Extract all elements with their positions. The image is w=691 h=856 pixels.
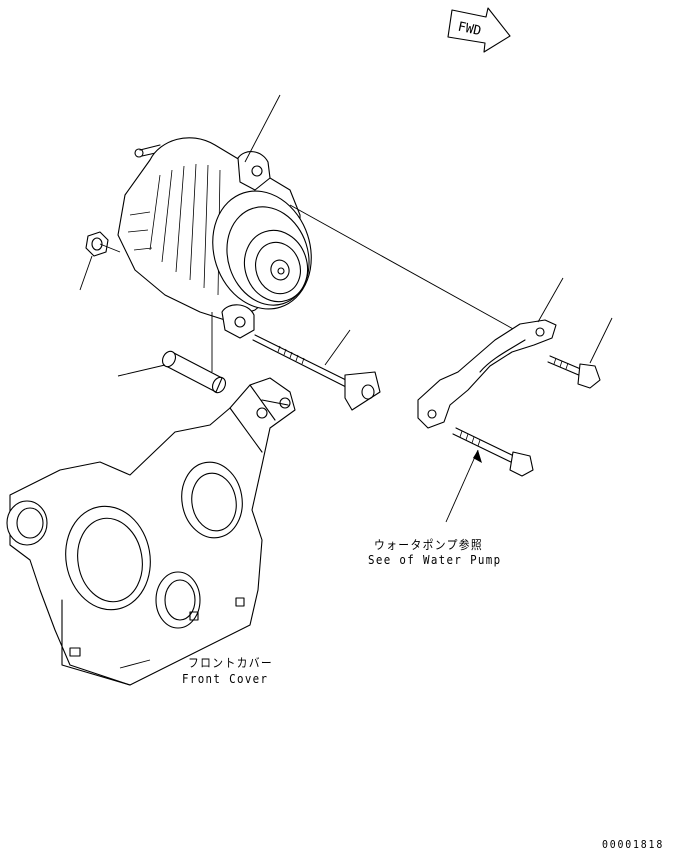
drawing-number: 00001818 — [602, 838, 665, 851]
water-pump-label-jp: ウォータポンプ参照 — [374, 538, 484, 552]
fwd-label: FWD — [456, 20, 482, 40]
front-cover-label-en: Front Cover — [182, 672, 269, 686]
water-pump-label-en: See of Water Pump — [368, 553, 502, 567]
short-bolt — [547, 317, 613, 389]
nut — [79, 231, 121, 291]
long-bolt — [252, 329, 381, 411]
front-cover — [6, 377, 296, 686]
fwd-arrow-icon: FWD — [447, 7, 511, 53]
mounting-bolt — [445, 427, 534, 523]
front-cover-label-jp: フロントカバー — [188, 656, 274, 670]
alternator — [117, 94, 312, 339]
adjust-bracket — [417, 277, 564, 429]
spacer-collar — [117, 312, 227, 394]
